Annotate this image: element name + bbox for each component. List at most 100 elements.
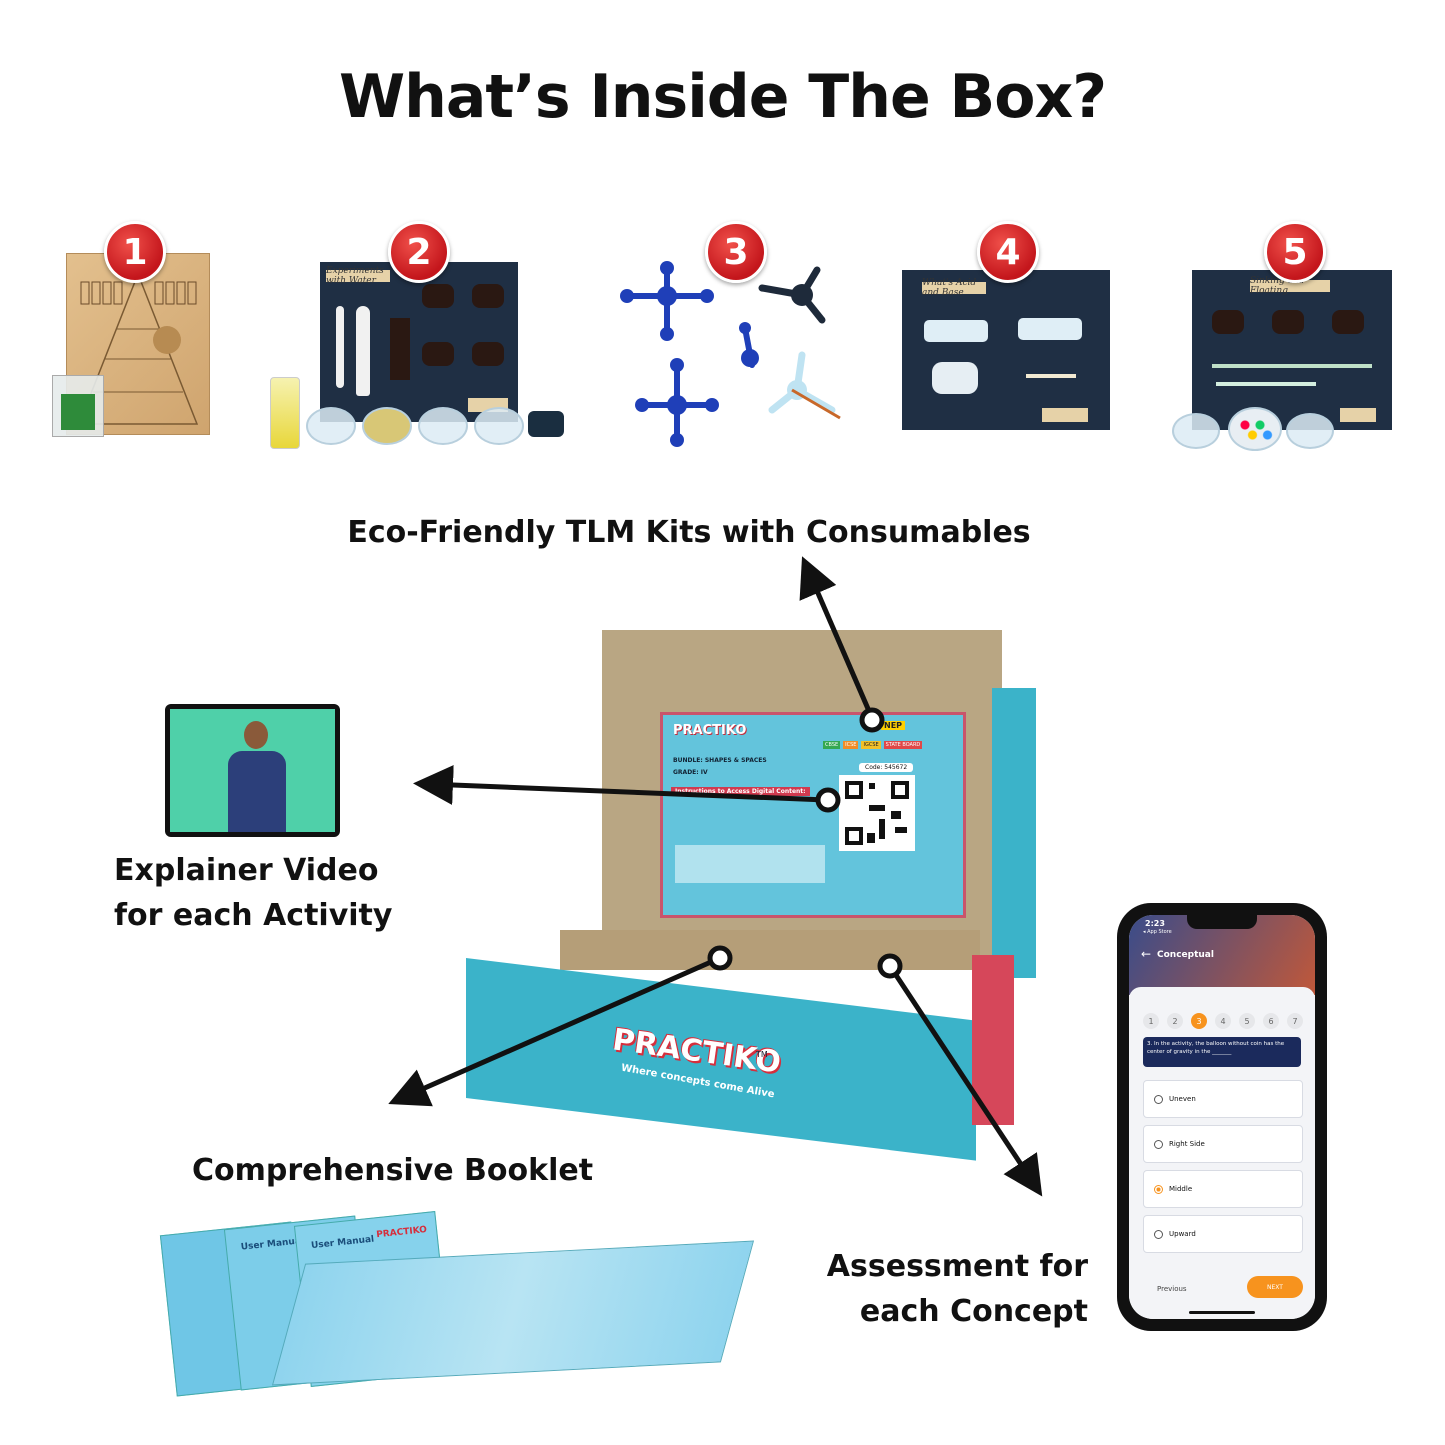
step-4[interactable]: 4: [1215, 1013, 1231, 1029]
slot: [422, 284, 454, 308]
bead-dish: [1228, 407, 1282, 451]
step-3-active[interactable]: 3: [1191, 1013, 1207, 1029]
caption-video-line1: Explainer Video: [114, 853, 379, 888]
cotton-swab: [1026, 374, 1076, 378]
box-side: [972, 955, 1014, 1125]
back-arrow-icon[interactable]: ←: [1141, 947, 1152, 961]
board-tag: IGCSE: [861, 741, 881, 749]
home-indicator: [1189, 1311, 1255, 1314]
option-upward[interactable]: Upward: [1143, 1215, 1303, 1253]
presenter: [222, 721, 292, 832]
caption-assessment-line1: Assessment for: [826, 1249, 1088, 1284]
oil-bottle: [270, 377, 300, 449]
sample-dish: [474, 407, 524, 445]
board-tag: ICSE: [843, 741, 859, 749]
box-trademark: TM: [756, 1050, 768, 1059]
card-code: Code: 545672: [859, 763, 914, 772]
slot: [1272, 310, 1304, 334]
navy-board: Experiments with Water: [320, 262, 518, 422]
caption-kits: Eco-Friendly TLM Kits with Consumables: [347, 515, 1031, 550]
caption-booklet: Comprehensive Booklet: [192, 1153, 594, 1188]
card-grade: GRADE: IV: [673, 769, 708, 776]
card-steps: [675, 845, 825, 883]
previous-button[interactable]: Previous: [1157, 1285, 1187, 1293]
radio-icon: [1154, 1229, 1163, 1239]
step-7[interactable]: 7: [1287, 1013, 1303, 1029]
navy-board: What's Acid and Base: [902, 270, 1110, 430]
spoon: [336, 306, 344, 388]
board-label: Experiments with Water: [326, 266, 390, 286]
phone-screen: 2:23 ◂ App Store ← Conceptual 1 2 3 4 5 …: [1129, 915, 1315, 1319]
stick: [1216, 382, 1316, 386]
option-label: Right Side: [1169, 1140, 1205, 1148]
booklet-open-pages: [271, 1240, 755, 1386]
kit-2: Experiments with Water: [268, 215, 568, 450]
brand-plate: [1340, 408, 1376, 422]
kit-5: Sinking and Floating: [1168, 215, 1398, 455]
phone-notch: [1187, 915, 1257, 929]
step-1[interactable]: 1: [1143, 1013, 1159, 1029]
seed-packet: [52, 375, 104, 437]
option-label: Uneven: [1169, 1095, 1196, 1103]
video-frame: [170, 709, 335, 832]
booklet-brand: PRACTIKO: [375, 1225, 428, 1241]
question-box: 3. In the activity, the balloon without …: [1143, 1037, 1301, 1067]
kit-1: [52, 215, 222, 445]
kit-4: What's Acid and Base: [900, 215, 1115, 440]
step-6[interactable]: 6: [1263, 1013, 1279, 1029]
stick: [1212, 364, 1372, 368]
slot: [1332, 310, 1364, 334]
soda-container: [932, 362, 978, 394]
caption-assessment: Assessment for each Concept: [800, 1244, 1088, 1334]
step-5[interactable]: 5: [1239, 1013, 1255, 1029]
option-uneven[interactable]: Uneven: [1143, 1080, 1303, 1118]
page-title: What’s Inside The Box?: [339, 62, 1107, 132]
board-tag: CBSE: [823, 741, 841, 749]
caption-video-line2: for each Activity: [114, 898, 393, 933]
sample-dish: [1286, 413, 1334, 449]
card-brand: PRACTIKO: [673, 723, 747, 738]
inner-card: PRACTIKO NEP CBSE ICSE IGCSE STATE BOARD…: [660, 712, 966, 918]
card-bundle: BUNDLE: SHAPES & SPACES: [673, 757, 767, 764]
slot: [422, 342, 454, 366]
slot: [472, 342, 504, 366]
option-middle[interactable]: Middle: [1143, 1170, 1303, 1208]
box-base-inner: [560, 930, 980, 970]
radio-icon: [1154, 1094, 1163, 1104]
option-right-side[interactable]: Right Side: [1143, 1125, 1303, 1163]
explainer-video-tablet[interactable]: [165, 704, 340, 837]
sample-dish: [418, 407, 468, 445]
filter-roll: [528, 411, 564, 437]
option-label: Upward: [1169, 1230, 1196, 1238]
slot: [1212, 310, 1244, 334]
small-bottle: [1018, 318, 1082, 340]
board-label: What's Acid and Base: [922, 278, 986, 298]
next-button[interactable]: NEXT: [1247, 1276, 1303, 1298]
sample-dish: [362, 407, 412, 445]
card-instructions: Instructions to Access Digital Content:: [671, 787, 810, 796]
phone-header-title: Conceptual: [1157, 950, 1214, 960]
step-2[interactable]: 2: [1167, 1013, 1183, 1029]
small-bottle: [924, 320, 988, 342]
badge-1: 1: [104, 221, 166, 283]
sample-dish: [306, 407, 356, 445]
sample-dish: [1172, 413, 1220, 449]
phone-back-label[interactable]: ◂ App Store: [1143, 929, 1172, 935]
brand-plate: [1042, 408, 1088, 422]
caption-assessment-line2: each Concept: [859, 1294, 1088, 1329]
radio-selected-icon: [1154, 1184, 1163, 1194]
card-nep: NEP: [881, 721, 906, 730]
booklet-stack: User Manual PRACTIKO User Manual: [159, 1211, 755, 1402]
kit-3: [620, 261, 841, 447]
qr-code: [839, 775, 915, 851]
board-tag: STATE BOARD: [883, 741, 923, 749]
practiko-box: PRACTIKO NEP CBSE ICSE IGCSE STATE BOARD…: [460, 630, 1040, 1161]
badge-4: 4: [977, 221, 1039, 283]
option-label: Middle: [1169, 1185, 1193, 1193]
assessment-phone: 2:23 ◂ App Store ← Conceptual 1 2 3 4 5 …: [1117, 903, 1327, 1331]
badge-5: 5: [1264, 221, 1326, 283]
board-label: Sinking and Floating: [1250, 276, 1330, 296]
box-lid-right: [992, 688, 1036, 978]
booklet-cover-title: User Manual: [310, 1234, 375, 1252]
card-boards: CBSE ICSE IGCSE STATE BOARD: [823, 741, 923, 749]
